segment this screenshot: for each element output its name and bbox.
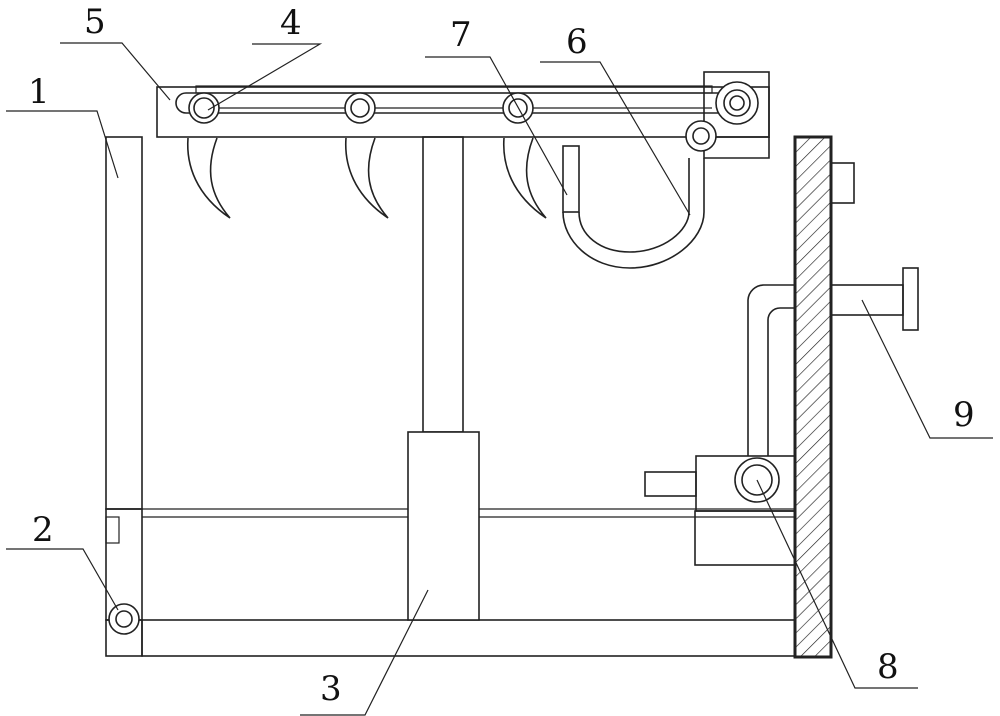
label-2: 2 — [32, 510, 54, 550]
u-guide-6 — [562, 158, 705, 269]
valve-8 — [644, 455, 796, 512]
label-5: 5 — [84, 2, 106, 42]
hooks — [186, 137, 547, 219]
label-7: 7 — [450, 15, 472, 55]
drive-wheel — [685, 71, 770, 152]
pipe-9 — [747, 267, 919, 456]
label-6: 6 — [566, 22, 588, 62]
label-4: 4 — [280, 3, 302, 43]
slot-7 — [562, 145, 580, 213]
leader-lines — [6, 42, 993, 716]
housing-bottom-wall — [105, 619, 796, 657]
housing-right-wall — [793, 135, 833, 659]
part-labels: 1 2 3 4 5 6 7 8 9 — [28, 2, 975, 709]
conveyor-belt-5 — [175, 85, 731, 114]
support-block — [694, 510, 796, 566]
hinge-2 — [108, 603, 140, 635]
label-8: 8 — [877, 647, 899, 687]
housing-left-wall — [105, 136, 143, 510]
label-9: 9 — [953, 395, 975, 435]
label-3: 3 — [320, 669, 342, 709]
right-wall-tab — [830, 162, 855, 204]
label-1: 1 — [28, 72, 50, 112]
lift-cylinder-3 — [407, 136, 480, 621]
